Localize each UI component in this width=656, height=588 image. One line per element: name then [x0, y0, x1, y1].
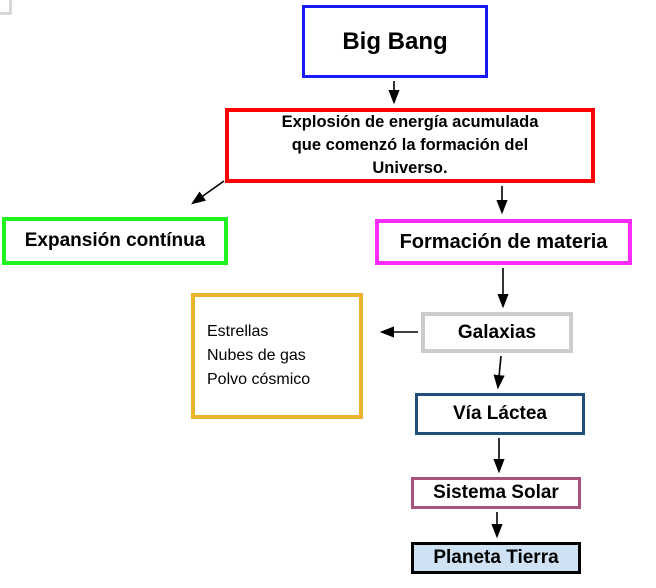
frame-corner-mark: [0, 0, 12, 15]
node-formacion-label: Formación de materia: [399, 230, 608, 253]
node-sistema-solar[interactable]: Sistema Solar: [411, 477, 581, 509]
arrow-galaxias-to-vialactea: [493, 355, 505, 390]
node-estrellas-line: Polvo cósmico: [207, 371, 311, 388]
node-sistema-solar-label: Sistema Solar: [433, 482, 559, 503]
node-estrellas-line: Nubes de gas: [207, 347, 306, 364]
node-explosion-line: Universo.: [372, 159, 448, 177]
node-big-bang[interactable]: Big Bang: [302, 5, 488, 78]
node-formacion-de-materia[interactable]: Formación de materia: [375, 219, 632, 265]
node-explosion-line: que comenzó la formación del: [291, 136, 529, 154]
arrow-explosion-to-expansion: [191, 180, 225, 205]
node-explosion-line: Explosión de energía acumulada: [281, 113, 539, 131]
node-expansion-continua[interactable]: Expansión contínua: [2, 217, 228, 265]
node-planeta-tierra-label: Planeta Tierra: [433, 547, 559, 568]
node-expansion-label: Expansión contínua: [24, 230, 206, 251]
node-via-lactea-label: Vía Láctea: [453, 403, 547, 424]
node-estrellas-line: Estrellas: [207, 323, 269, 340]
node-estrellas-list[interactable]: Estrellas Nubes de gas Polvo cósmico: [191, 293, 363, 419]
node-galaxias[interactable]: Galaxias: [421, 312, 573, 353]
node-big-bang-label: Big Bang: [342, 27, 448, 55]
node-planeta-tierra[interactable]: Planeta Tierra: [411, 542, 581, 574]
node-galaxias-label: Galaxias: [457, 321, 537, 343]
node-explosion[interactable]: Explosión de energía acumulada que comen…: [225, 108, 595, 183]
node-via-lactea[interactable]: Vía Láctea: [415, 393, 585, 435]
